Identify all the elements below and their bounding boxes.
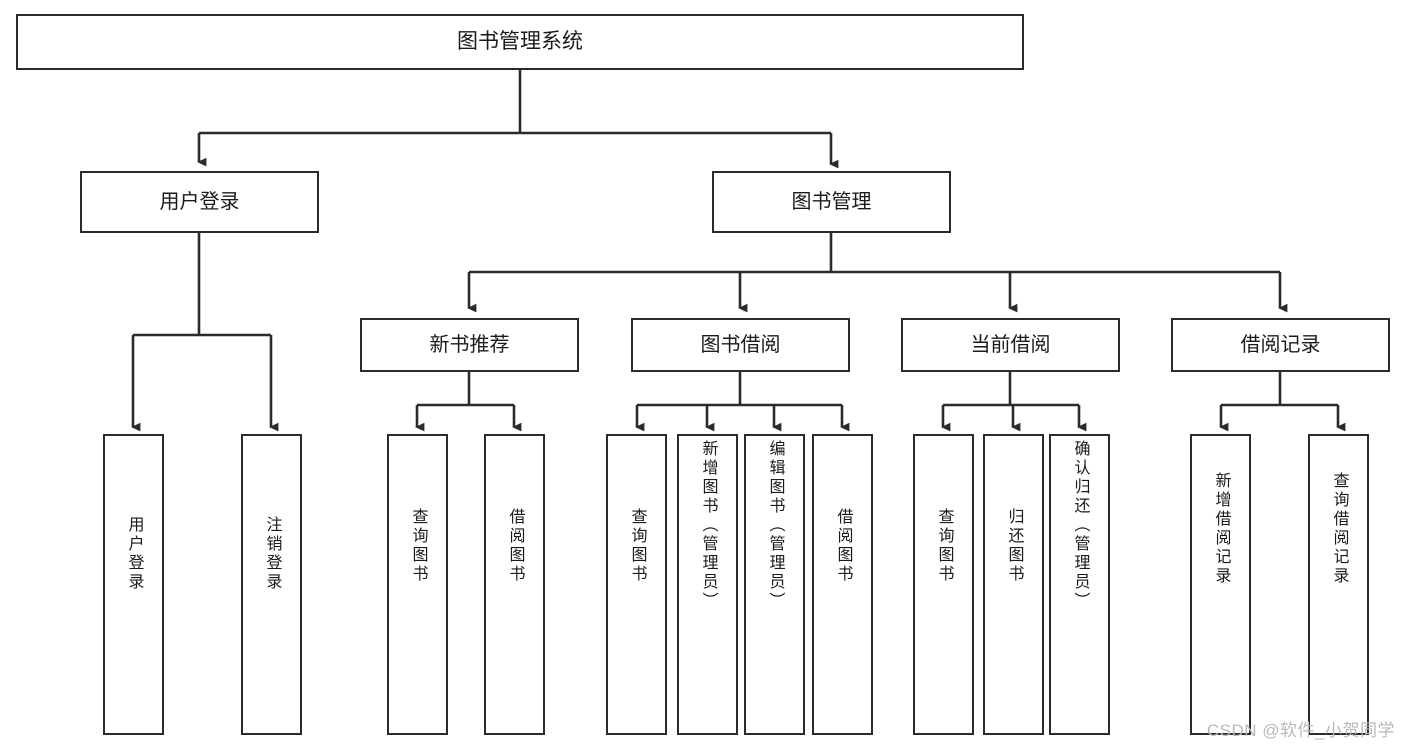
node-label: 查询图书	[935, 508, 953, 584]
node-label: 新增借阅记录	[1212, 472, 1230, 586]
leaf-logout-login[interactable]: 注销登录	[241, 434, 302, 735]
node-book-management[interactable]: 图书管理	[712, 171, 951, 233]
leaf-borrow-book-recommend[interactable]: 借阅图书	[484, 434, 545, 735]
node-borrow-record[interactable]: 借阅记录	[1171, 318, 1390, 372]
node-user-login[interactable]: 用户登录	[80, 171, 319, 233]
leaf-query-book-borrow[interactable]: 查询图书	[606, 434, 667, 735]
node-label: 确认归还（管理员）	[1071, 440, 1089, 611]
node-label: 归还图书	[1005, 508, 1023, 584]
node-label: 查询图书	[628, 508, 646, 584]
node-label: 当前借阅	[970, 333, 1051, 356]
node-label: 用户登录	[159, 190, 240, 213]
leaf-query-borrow-record[interactable]: 查询借阅记录	[1308, 434, 1369, 735]
leaf-query-book-current[interactable]: 查询图书	[913, 434, 974, 735]
node-book-borrow[interactable]: 图书借阅	[631, 318, 850, 372]
watermark-csdn: CSDN @软件_小贺同学	[1206, 721, 1395, 740]
leaf-user-login[interactable]: 用户登录	[103, 434, 164, 735]
node-label: 借阅图书	[506, 508, 524, 584]
node-label: 图书管理系统	[457, 29, 583, 53]
leaf-add-book-admin[interactable]: 新增图书（管理员）	[677, 434, 738, 735]
node-label: 图书管理	[791, 190, 872, 213]
node-label: 新增图书（管理员）	[699, 440, 717, 611]
node-label: 查询借阅记录	[1330, 472, 1348, 586]
node-current-borrow[interactable]: 当前借阅	[901, 318, 1120, 372]
node-label: 图书借阅	[700, 333, 781, 356]
node-label: 借阅图书	[834, 508, 852, 584]
node-label: 新书推荐	[429, 333, 510, 356]
leaf-add-borrow-record[interactable]: 新增借阅记录	[1190, 434, 1251, 735]
node-root-book-management-system[interactable]: 图书管理系统	[16, 14, 1024, 70]
leaf-edit-book-admin[interactable]: 编辑图书（管理员）	[744, 434, 805, 735]
node-label: 查询图书	[409, 508, 427, 584]
node-new-book-recommend[interactable]: 新书推荐	[360, 318, 579, 372]
node-label: 编辑图书（管理员）	[766, 440, 784, 611]
leaf-query-book-recommend[interactable]: 查询图书	[387, 434, 448, 735]
node-label: 用户登录	[125, 516, 143, 592]
leaf-borrow-book-borrow[interactable]: 借阅图书	[812, 434, 873, 735]
leaf-return-book[interactable]: 归还图书	[983, 434, 1044, 735]
leaf-confirm-return-admin[interactable]: 确认归还（管理员）	[1049, 434, 1110, 735]
node-label: 借阅记录	[1240, 333, 1321, 356]
node-label: 注销登录	[263, 516, 281, 592]
